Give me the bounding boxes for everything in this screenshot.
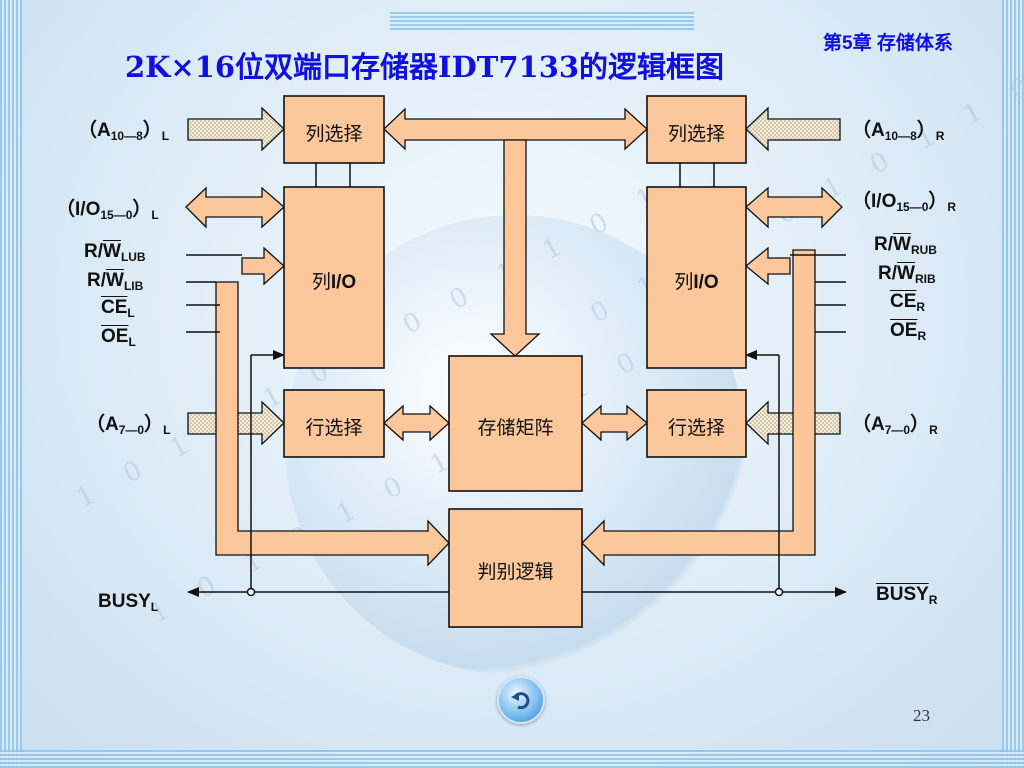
row-select-left-label: 行选择 xyxy=(305,417,363,439)
oe-right-label: OER xyxy=(890,320,927,343)
io-right-label: （I/O15—0）R xyxy=(852,191,957,214)
rw-ub-left-label: R/WLUB xyxy=(84,241,146,264)
memory-array-block xyxy=(448,355,583,492)
io-right-bus xyxy=(745,186,843,229)
row-select-left-block xyxy=(283,389,385,458)
io-left-bus xyxy=(185,186,285,229)
addr-col-left-label: （A10—8）L xyxy=(78,120,170,143)
rw-lb-left-label: R/WLIB xyxy=(87,270,144,293)
col-io-right-label: 列I/O xyxy=(674,271,719,293)
chapter-label: 第5章 存储体系 xyxy=(823,33,953,54)
ce-left-label: CEL xyxy=(101,297,135,320)
memory-array-label: 存储矩阵 xyxy=(477,417,554,439)
rw-lb-right-label: R/WRIB xyxy=(878,263,936,286)
addr-row-left-label: （A7—0）L xyxy=(86,414,171,437)
row-select-right-block xyxy=(646,389,747,458)
rw-ub-right-arrow xyxy=(744,246,791,286)
bottom-border-stripes xyxy=(0,750,1024,768)
arbitration-logic-block xyxy=(448,508,583,628)
oe-left-label: OEL xyxy=(101,326,136,349)
arbitration-logic-label: 判别逻辑 xyxy=(477,561,554,583)
addr-col-left-arrow xyxy=(187,106,285,152)
col-select-right-block xyxy=(646,95,747,164)
io-left-label: （I/O15—0）L xyxy=(56,199,159,222)
right-border-stripes xyxy=(1002,0,1024,768)
busy-left-label: BUSYL xyxy=(98,591,159,614)
col-select-right-label: 列选择 xyxy=(667,123,725,145)
addr-row-right-label: （A7—0）R xyxy=(852,414,938,437)
row-right-bus xyxy=(581,404,649,442)
rw-ub-left-arrow xyxy=(241,246,285,286)
col-io-left-block xyxy=(283,186,385,369)
left-arbitration-bus xyxy=(215,281,450,567)
ce-right-label: CER xyxy=(890,291,926,314)
return-arrow-icon[interactable] xyxy=(497,676,545,724)
top-border-stripes xyxy=(390,12,694,30)
busy-right-label: BUSYR xyxy=(876,584,938,607)
col-select-left-block xyxy=(283,95,385,164)
addr-col-right-arrow xyxy=(745,106,841,152)
addr-col-right-label: （A10—8）R xyxy=(852,120,945,143)
array-down-bus xyxy=(489,139,541,357)
right-arbitration-bus xyxy=(581,249,816,567)
rw-ub-right-label: R/WRUB xyxy=(874,234,937,257)
page-number: 23 xyxy=(913,706,930,725)
col-io-right-block xyxy=(646,186,747,369)
col-select-left-label: 列选择 xyxy=(305,123,363,145)
col-io-left-label: 列I/O xyxy=(311,271,357,293)
left-border-stripes xyxy=(0,0,22,768)
row-select-right-label: 行选择 xyxy=(667,417,725,439)
slide-title: 2K×16位双端口存储器IDT7133的逻辑框图 xyxy=(125,50,725,84)
row-left-bus xyxy=(383,404,450,442)
